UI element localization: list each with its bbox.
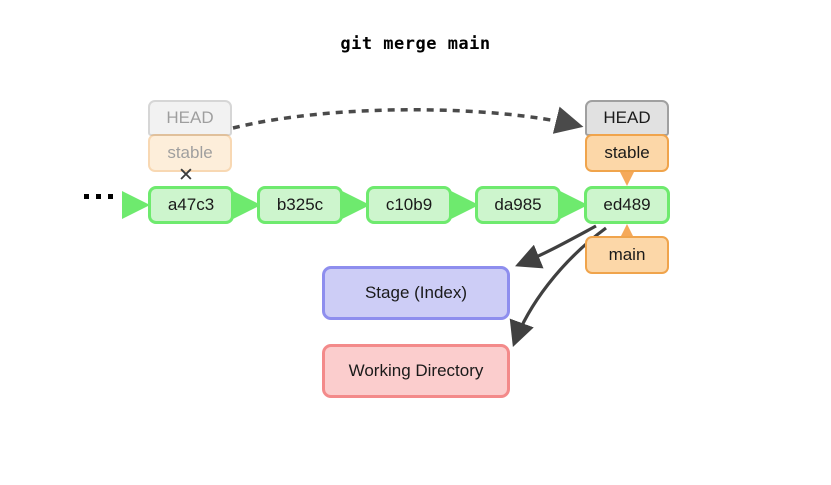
commit-node[interactable]: c10b9 — [366, 186, 452, 224]
stage-index-box[interactable]: Stage (Index) — [322, 266, 510, 320]
x-marker-icon: ✕ — [178, 165, 194, 186]
ellipsis-dot — [108, 194, 113, 199]
commit-node[interactable]: a47c3 — [148, 186, 234, 224]
stable-label-previous: stable — [148, 134, 232, 172]
head-label-current[interactable]: HEAD — [585, 100, 669, 136]
commit-node[interactable]: da985 — [475, 186, 561, 224]
head-label-previous: HEAD — [148, 100, 232, 136]
working-directory-box[interactable]: Working Directory — [322, 344, 510, 398]
commit-node[interactable]: b325c — [257, 186, 343, 224]
stable-branch-label[interactable]: stable — [585, 134, 669, 172]
arrow-head-move-dashed — [232, 106, 584, 134]
page-title: git merge main — [340, 34, 491, 54]
ellipsis-dot — [84, 194, 89, 199]
main-branch-label[interactable]: main — [585, 236, 669, 274]
older-commits-ellipsis — [84, 194, 113, 199]
arrow-ed489-to-stage — [515, 224, 597, 269]
commit-node[interactable]: ed489 — [584, 186, 670, 224]
ellipsis-dot — [96, 194, 101, 199]
